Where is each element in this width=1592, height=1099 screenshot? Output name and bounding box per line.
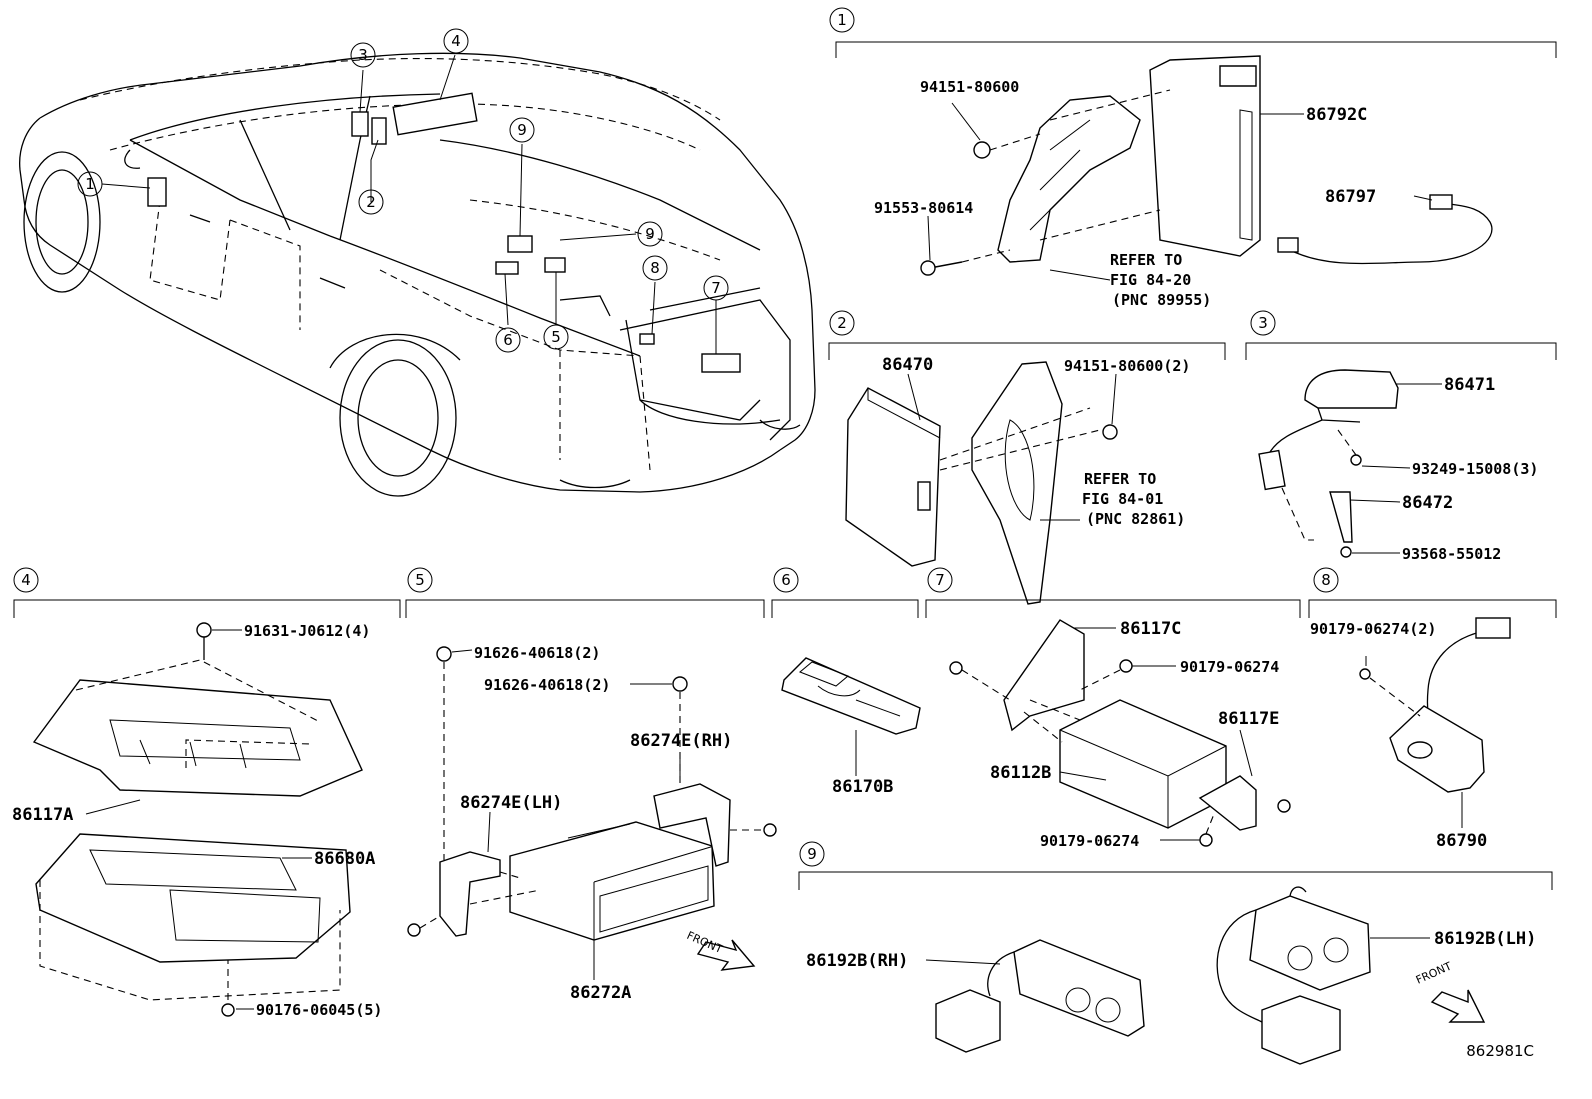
label-91626-40618-2b: 91626-40618(2) bbox=[484, 676, 610, 694]
label-94151-80600: 94151-80600 bbox=[920, 78, 1019, 96]
label-90179-06274-b: 90179-06274 bbox=[1040, 832, 1139, 850]
overview-markers: 1 2 3 4 5 6 7 8 9 9 bbox=[77, 28, 729, 353]
section-6: 6 86170B bbox=[771, 567, 921, 797]
overview-marker-8: 8 bbox=[642, 255, 668, 281]
ref-84-01-line2: FIG 84-01 bbox=[1082, 490, 1163, 508]
label-86117C: 86117C bbox=[1120, 619, 1181, 639]
svg-text:4: 4 bbox=[21, 571, 31, 589]
overview-marker-4: 4 bbox=[443, 28, 469, 54]
car-overview bbox=[19, 52, 816, 497]
label-86472: 86472 bbox=[1402, 493, 1453, 513]
overview-marker-5: 5 bbox=[543, 324, 569, 350]
overview-marker-6: 6 bbox=[495, 327, 521, 353]
label-86117A: 86117A bbox=[12, 805, 73, 825]
svg-text:6: 6 bbox=[781, 571, 791, 589]
svg-text:8: 8 bbox=[650, 259, 660, 277]
svg-text:3: 3 bbox=[358, 46, 368, 64]
label-86792C: 86792C bbox=[1306, 105, 1367, 125]
label-90176-06045-5: 90176-06045(5) bbox=[256, 1001, 382, 1019]
label-91553-80614: 91553-80614 bbox=[874, 199, 973, 217]
label-86470: 86470 bbox=[882, 355, 933, 375]
label-93249-15008-3: 93249-15008(3) bbox=[1412, 460, 1538, 478]
overview-marker-9a: 9 bbox=[509, 117, 535, 143]
section-7: 7 86117C 90179-06274 86117E 86112B 90179… bbox=[925, 567, 1301, 850]
section-marker-9: 9 bbox=[799, 841, 825, 867]
svg-text:4: 4 bbox=[451, 32, 461, 50]
ref-84-20-line3: (PNC 89955) bbox=[1112, 291, 1211, 309]
label-86192B-RH: 86192B(RH) bbox=[806, 951, 908, 971]
section-marker-6: 6 bbox=[773, 567, 799, 593]
ref-84-20-line1: REFER TO bbox=[1110, 251, 1182, 269]
label-86471: 86471 bbox=[1444, 375, 1495, 395]
section-1: 1 94151-80600 86792C 86797 91553-80614 R… bbox=[829, 7, 1557, 309]
label-86797: 86797 bbox=[1325, 187, 1376, 207]
section-8: 8 90179-06274(2) 86790 bbox=[1308, 567, 1557, 851]
overview-marker-9b: 9 bbox=[637, 221, 663, 247]
label-86117E: 86117E bbox=[1218, 709, 1279, 729]
label-86192B-LH: 86192B(LH) bbox=[1434, 929, 1536, 949]
label-86112B: 86112B bbox=[990, 763, 1051, 783]
section-marker-5: 5 bbox=[407, 567, 433, 593]
section-marker-4: 4 bbox=[13, 567, 39, 593]
overview-marker-2: 2 bbox=[358, 189, 384, 215]
label-90179-06274-2: 90179-06274(2) bbox=[1310, 620, 1436, 638]
front-label-9: FRONT bbox=[1414, 959, 1454, 986]
svg-text:7: 7 bbox=[935, 571, 945, 589]
svg-text:9: 9 bbox=[645, 225, 655, 243]
svg-text:9: 9 bbox=[517, 121, 527, 139]
section-marker-2: 2 bbox=[829, 310, 855, 336]
section-5: 5 FRONT 91626-40618(2) 91626-40618(2) 8 bbox=[405, 567, 777, 1003]
label-91631-J0612-4: 91631-J0612(4) bbox=[244, 622, 370, 640]
section-marker-7: 7 bbox=[927, 567, 953, 593]
label-86272A: 86272A bbox=[570, 983, 631, 1003]
label-90179-06274-a: 90179-06274 bbox=[1180, 658, 1279, 676]
overview-marker-3: 3 bbox=[350, 42, 376, 68]
svg-text:2: 2 bbox=[366, 193, 376, 211]
section-2: 2 86470 94151-80600(2) REFER TO FIG 84-0… bbox=[828, 310, 1226, 605]
figure-id: 862981C bbox=[1466, 1042, 1534, 1060]
svg-text:1: 1 bbox=[85, 175, 95, 193]
label-86274E-LH: 86274E(LH) bbox=[460, 793, 562, 813]
ref-84-01-line1: REFER TO bbox=[1084, 470, 1156, 488]
overview-marker-7: 7 bbox=[703, 275, 729, 301]
label-93568-55012: 93568-55012 bbox=[1402, 545, 1501, 563]
label-91626-40618-2a: 91626-40618(2) bbox=[474, 644, 600, 662]
section-3: 3 86471 93249-15008(3) 86472 93568-55012 bbox=[1245, 310, 1557, 563]
svg-text:5: 5 bbox=[551, 328, 561, 346]
svg-text:5: 5 bbox=[415, 571, 425, 589]
label-86274E-RH: 86274E(RH) bbox=[630, 731, 732, 751]
label-94151-80600-2: 94151-80600(2) bbox=[1064, 357, 1190, 375]
label-86170B: 86170B bbox=[832, 777, 893, 797]
ref-84-01-line3: (PNC 82861) bbox=[1086, 510, 1185, 528]
svg-text:2: 2 bbox=[837, 314, 847, 332]
ref-84-20-line2: FIG 84-20 bbox=[1110, 271, 1191, 289]
label-86790: 86790 bbox=[1436, 831, 1487, 851]
svg-text:3: 3 bbox=[1258, 314, 1268, 332]
section-marker-8: 8 bbox=[1313, 567, 1339, 593]
overview-marker-1: 1 bbox=[77, 171, 103, 197]
section-marker-1: 1 bbox=[829, 7, 855, 33]
section-marker-3: 3 bbox=[1250, 310, 1276, 336]
svg-text:1: 1 bbox=[837, 11, 847, 29]
section-9: 9 FRONT 86192B(RH) 86192B(LH) bbox=[798, 841, 1553, 1065]
label-86680A: 86680A bbox=[314, 849, 375, 869]
svg-text:8: 8 bbox=[1321, 571, 1331, 589]
svg-text:9: 9 bbox=[807, 845, 817, 863]
svg-text:6: 6 bbox=[503, 331, 513, 349]
svg-text:7: 7 bbox=[711, 279, 721, 297]
section-4: 4 91631-J0612(4) 86117A 86680A 90176-060… bbox=[12, 567, 401, 1019]
